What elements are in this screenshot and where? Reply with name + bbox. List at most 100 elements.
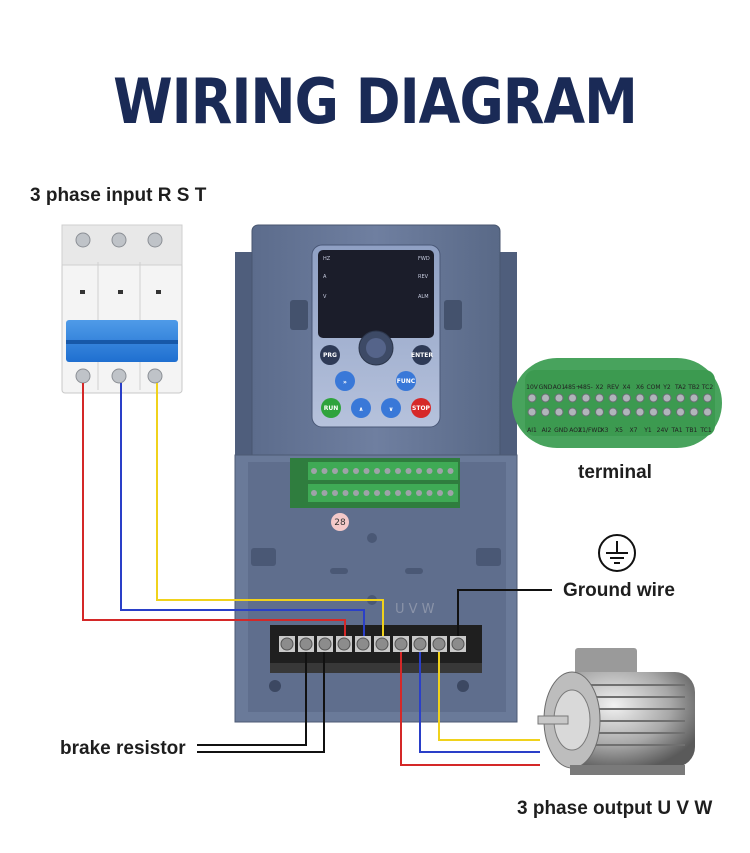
key-up[interactable]: ∧ [351, 398, 371, 418]
terminal-label: 10V [526, 384, 539, 391]
key-func[interactable]: FUNC [396, 371, 416, 391]
control-terminal-screw [363, 468, 370, 474]
control-terminal-screw [405, 468, 412, 474]
power-terminal-screw [355, 636, 371, 652]
power-terminal-screw [393, 636, 409, 652]
key-down-label: ∨ [389, 406, 394, 413]
indicator-rev: REV [418, 274, 429, 280]
terminal-label: TC1 [699, 427, 712, 434]
terminal-label: TC2 [701, 384, 714, 391]
power-terminal-screw [374, 636, 390, 652]
indicator-fwd: FWD [418, 256, 430, 262]
terminal-screw [649, 393, 658, 403]
terminal-screw [676, 393, 685, 403]
terminal-label: X3 [601, 427, 609, 434]
control-terminal-screw [426, 468, 433, 474]
terminal-label: GND [554, 427, 568, 434]
control-terminal-screws [311, 468, 454, 496]
key-func-label: FUNC [397, 378, 416, 385]
key-stop[interactable]: STOP [411, 398, 431, 418]
terminal-screw [703, 407, 712, 417]
terminal-label: GND [539, 384, 553, 391]
input-wire-r [82, 383, 346, 642]
control-terminal-screw [437, 490, 443, 496]
output-wire-v [419, 642, 540, 753]
terminal-label: TA2 [674, 384, 686, 391]
control-terminal-board [290, 458, 460, 508]
key-up-label: ∧ [359, 406, 364, 413]
terminal-screw [635, 393, 645, 403]
control-terminal-screw [353, 468, 359, 474]
terminal-label: Y1 [643, 427, 652, 434]
terminal-screw [689, 393, 699, 403]
output-wire-u [400, 642, 540, 766]
key-prg[interactable]: PRG [320, 345, 340, 365]
circuit-breaker [61, 224, 183, 394]
breaker-top-screws [75, 232, 163, 248]
terminal-label: X5 [615, 427, 623, 434]
control-terminal-screw [321, 490, 328, 496]
key-run[interactable]: RUN [321, 398, 341, 418]
breaker-bottom-screws [75, 368, 163, 384]
ground-wire-label: Ground wire [563, 580, 675, 601]
terminal-screw [662, 407, 672, 417]
sticker-text: 28 [334, 518, 346, 528]
key-stop-label: STOP [412, 405, 431, 412]
key-down[interactable]: ∨ [381, 398, 401, 418]
indicator-a: A [323, 274, 327, 280]
terminal-label: Y2 [662, 384, 671, 391]
control-terminal-screw [342, 468, 349, 474]
brake-wire-1 [197, 642, 307, 746]
terminal-label: TB2 [687, 384, 700, 391]
terminal-screw [568, 393, 577, 403]
control-terminal-screw [447, 490, 454, 496]
power-terminal-screw [412, 636, 428, 652]
control-terminal-screw [332, 490, 338, 496]
control-terminal-screw [321, 468, 328, 474]
terminal-zoom [512, 358, 722, 448]
control-terminal-screw [405, 490, 412, 496]
terminal-screw [689, 407, 699, 417]
terminal-screw [649, 407, 658, 417]
ground-icon [598, 534, 636, 572]
power-terminal-screws [279, 636, 466, 652]
key-shift[interactable]: » [335, 371, 355, 391]
key-run-label: RUN [324, 405, 339, 412]
control-terminal-screw [416, 490, 422, 496]
terminal-screw [527, 393, 537, 403]
wires [82, 383, 552, 766]
terminal-screw [581, 407, 591, 417]
terminal-screw [662, 393, 672, 403]
power-terminal-screw [279, 636, 295, 652]
control-terminal-screw [384, 490, 391, 496]
key-enter[interactable]: ENTER [411, 345, 433, 365]
control-terminal-screw [374, 468, 380, 474]
terminal-screw [622, 407, 631, 417]
output-wire-w [438, 642, 540, 741]
ground-wire [457, 589, 552, 642]
control-terminal-screw [311, 468, 317, 474]
control-terminal-screw [416, 468, 422, 474]
brake-wire-2 [197, 642, 325, 753]
control-terminal-screw [395, 468, 401, 474]
terminal-screw [554, 407, 564, 417]
terminal-label: X7 [630, 427, 638, 434]
control-terminal-screw [437, 468, 443, 474]
power-terminal-screw [431, 636, 447, 652]
lcd-display [318, 250, 434, 338]
keypad-panel: HZ A V FWD REV ALM PRG ENTER » FUNC [311, 244, 441, 428]
control-terminal-screw [332, 468, 338, 474]
indicator-v: V [323, 294, 327, 300]
terminal-label: TA1 [670, 427, 682, 434]
terminal-screw [595, 393, 604, 403]
terminal-label: TB1 [685, 427, 698, 434]
control-terminal-screw [353, 490, 359, 496]
key-prg-label: PRG [323, 352, 337, 359]
brake-resistor-label: brake resistor [60, 738, 186, 759]
terminal-label: AO1 [553, 384, 566, 391]
terminal-label: AI1 [527, 427, 537, 434]
terminal-label: 24V [657, 427, 670, 434]
terminal-label: X4 [623, 384, 631, 391]
key-shift-label: » [343, 379, 347, 386]
